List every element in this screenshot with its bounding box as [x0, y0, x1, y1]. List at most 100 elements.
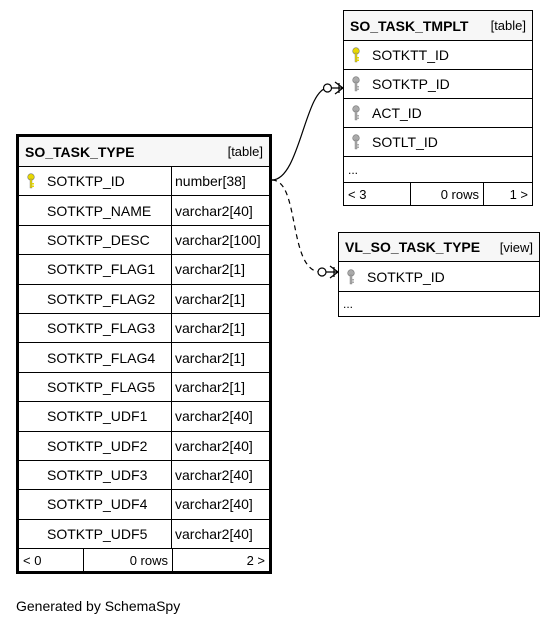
column-name-cell: SOTKTP_FLAG5 [19, 372, 172, 402]
table-footer: < 3 0 rows 1 > [344, 183, 532, 205]
column-name: SOTKTP_UDF1 [47, 408, 148, 425]
relationship-line-tmplt [271, 87, 329, 181]
column-name: SOTKTP_FLAG5 [47, 378, 156, 395]
primary-key-icon [19, 173, 43, 189]
children-count[interactable]: 1 > [509, 186, 528, 202]
generated-by-label: Generated by SchemaSpy [16, 598, 181, 614]
column-row[interactable]: ACT_ID [344, 99, 532, 128]
column-name: SOTKTP_FLAG4 [47, 349, 156, 366]
foreign-key-icon [344, 134, 368, 150]
column-type: varchar2[1] [175, 261, 246, 278]
column-name: SOTKTP_FLAG3 [47, 320, 156, 337]
foreign-key-icon [344, 105, 368, 121]
column-row[interactable]: SOTKTP_ID [344, 70, 532, 99]
table-name: VL_SO_TASK_TYPE [345, 239, 481, 255]
column-name-cell: SOTKTP_ID [19, 167, 172, 196]
column-row[interactable]: SOTKTP_UDF1 varchar2[40] [19, 402, 269, 432]
column-name-cell: SOTKTP_NAME [19, 196, 172, 225]
relationship-optional-marker [317, 267, 327, 277]
column-type: varchar2[100] [175, 231, 261, 248]
primary-key-icon [344, 47, 368, 63]
column-name-cell: SOTKTP_FLAG2 [19, 284, 172, 313]
column-row[interactable]: SOTKTP_DESC varchar2[100] [19, 225, 269, 256]
column-list: SOTKTP_ID number[38] SOTKTP_NAME varchar2[4… [19, 167, 269, 550]
column-row[interactable]: SOTKTP_UDF5 varchar2[40] [19, 519, 269, 550]
column-row[interactable]: SOTKTP_FLAG5 varchar2[1] [19, 372, 269, 403]
column-type: varchar2[40] [175, 467, 253, 484]
column-name-cell: SOTKTP_ID [339, 262, 445, 291]
column-name: ACT_ID [372, 105, 422, 121]
column-row[interactable]: SOTKTP_ID number[38] [19, 167, 269, 197]
column-row[interactable]: SOTKTP_FLAG2 varchar2[1] [19, 284, 269, 314]
column-row[interactable]: SOTKTP_UDF2 varchar2[40] [19, 431, 269, 461]
children-count[interactable]: 2 > [246, 552, 265, 568]
view-vl-so-task-type[interactable]: VL_SO_TASK_TYPE [view] SOTKTP_ID ... [338, 232, 540, 317]
column-name: SOTKTP_ID [367, 268, 445, 285]
column-name: SOTKTP_UDF3 [47, 467, 148, 484]
table-name: SO_TASK_TYPE [25, 143, 135, 160]
column-name: SOTKTP_UDF2 [47, 437, 148, 454]
table-so-task-tmplt[interactable]: SO_TASK_TMPLT [table] SOTKTT_ID SOTKTP_ID… [343, 10, 533, 206]
column-row[interactable]: SOTKTP_ID [339, 262, 539, 292]
column-name: SOTKTP_FLAG2 [47, 290, 156, 307]
column-name: SOTKTP_ID [47, 173, 125, 190]
relationship-optional-marker [322, 83, 333, 93]
column-type: varchar2[40] [175, 496, 253, 513]
column-name-cell: SOTKTP_UDF4 [19, 490, 172, 519]
column-name-cell: SOTKTP_FLAG1 [19, 255, 172, 284]
table-header[interactable]: VL_SO_TASK_TYPE [view] [339, 233, 539, 262]
column-name-cell: SOTKTP_UDF5 [19, 519, 172, 549]
parents-count[interactable]: < 3 [344, 183, 411, 205]
column-type: varchar2[1] [175, 290, 246, 307]
column-list: SOTKTT_ID SOTKTP_ID ACT_ID SOTLT_ID [344, 41, 532, 157]
column-name: SOTKTP_DESC [47, 231, 150, 248]
column-row[interactable]: SOTKTP_NAME varchar2[40] [19, 196, 269, 226]
column-name: SOTKTP_UDF5 [47, 525, 148, 542]
relationship-crowfoot [326, 265, 339, 279]
column-type: varchar2[1] [175, 378, 246, 395]
relationship-crowfoot [331, 81, 344, 95]
table-header[interactable]: SO_TASK_TYPE [table] [19, 137, 269, 167]
column-row[interactable]: SOTKTP_FLAG4 varchar2[1] [19, 343, 269, 373]
column-row[interactable]: SOTLT_ID [344, 128, 532, 157]
table-kind: [view] [499, 239, 533, 255]
column-name-cell: SOTKTT_ID [344, 41, 449, 69]
parents-count[interactable]: < 0 [19, 549, 84, 572]
column-type: number[38] [175, 173, 246, 190]
foreign-key-icon [339, 268, 363, 285]
column-type: varchar2[40] [175, 202, 253, 219]
column-type: varchar2[40] [175, 408, 253, 425]
column-name: SOTKTP_NAME [47, 202, 152, 219]
column-name-cell: SOTKTP_FLAG3 [19, 313, 172, 343]
column-name: SOTKTT_ID [372, 47, 450, 63]
column-list: SOTKTP_ID [339, 262, 539, 292]
column-name: SOTKTP_UDF4 [47, 496, 148, 513]
column-name-cell: SOTKTP_UDF1 [19, 402, 172, 431]
more-columns: ... [343, 297, 354, 311]
column-row[interactable]: SOTKTP_FLAG1 varchar2[1] [19, 255, 269, 285]
table-so-task-type[interactable]: SO_TASK_TYPE [table] SOTKTP_ID number[38]… [16, 134, 272, 574]
table-name: SO_TASK_TMPLT [350, 17, 469, 34]
column-type: varchar2[1] [175, 349, 246, 366]
foreign-key-icon [344, 76, 368, 92]
column-type: varchar2[40] [175, 525, 253, 542]
column-row[interactable]: SOTKTT_ID [344, 41, 532, 70]
column-name-cell: ACT_ID [344, 99, 422, 127]
column-name-cell: SOTKTP_FLAG4 [19, 343, 172, 372]
table-footer: < 0 0 rows 2 > [19, 549, 269, 572]
column-row[interactable]: SOTKTP_UDF3 varchar2[40] [19, 460, 269, 491]
relationship-line-view [271, 179, 321, 273]
column-name: SOTKTP_FLAG1 [47, 261, 156, 278]
column-name: SOTKTP_ID [372, 76, 450, 92]
column-row[interactable]: SOTKTP_UDF4 varchar2[40] [19, 490, 269, 520]
column-name: SOTLT_ID [372, 134, 438, 150]
row-count: 0 rows [411, 183, 484, 205]
column-name-cell: SOTKTP_ID [344, 70, 450, 98]
column-row[interactable]: SOTKTP_FLAG3 varchar2[1] [19, 313, 269, 344]
column-type: varchar2[1] [175, 320, 246, 337]
column-name-cell: SOTKTP_UDF3 [19, 460, 172, 490]
more-columns: ... [344, 157, 532, 183]
column-type: varchar2[40] [175, 437, 253, 454]
table-header[interactable]: SO_TASK_TMPLT [table] [344, 11, 532, 41]
